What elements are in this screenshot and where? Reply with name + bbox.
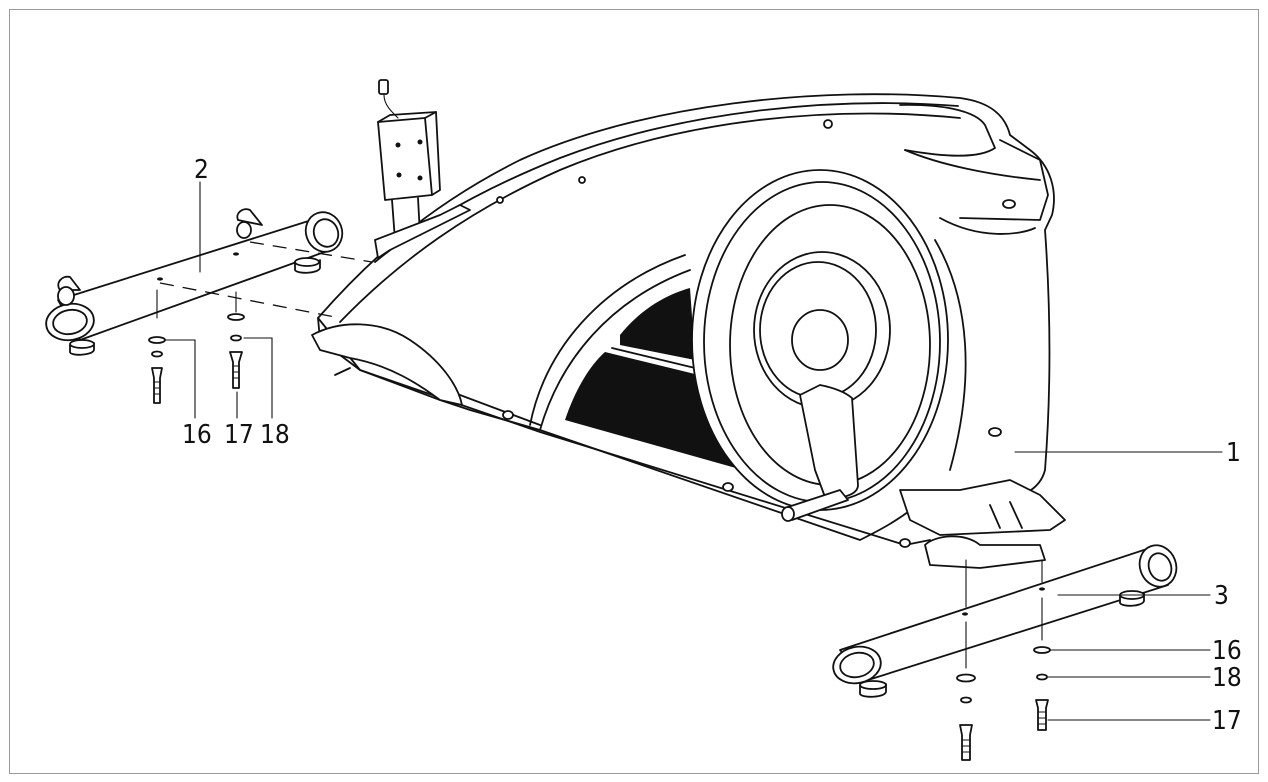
rear-hardware-right [1033, 646, 1051, 731]
callout-18-rear: 18 [1212, 663, 1242, 693]
front-stabilizer-drawing [45, 208, 344, 356]
rear-stabilizer-drawing [832, 544, 1178, 698]
front-alignment-line-1 [249, 241, 373, 263]
front-alignment-line-2 [159, 282, 341, 319]
callout-16-rear: 16 [1212, 636, 1242, 666]
callout-18-front: 18 [260, 420, 290, 450]
front-hardware-right [227, 313, 245, 389]
callout-2: 2 [194, 155, 209, 185]
callout-16-front: 16 [182, 420, 212, 450]
leader-line-16-front [164, 339, 196, 419]
front-hardware-left [148, 336, 166, 404]
callout-17-rear: 17 [1212, 706, 1242, 736]
callout-17-front: 17 [224, 420, 254, 450]
callout-3: 3 [1214, 581, 1229, 611]
main-frame-drawing [311, 79, 1066, 569]
callout-1: 1 [1226, 438, 1241, 468]
rear-hardware-left [956, 673, 976, 761]
leader-line-18-front [243, 337, 273, 419]
